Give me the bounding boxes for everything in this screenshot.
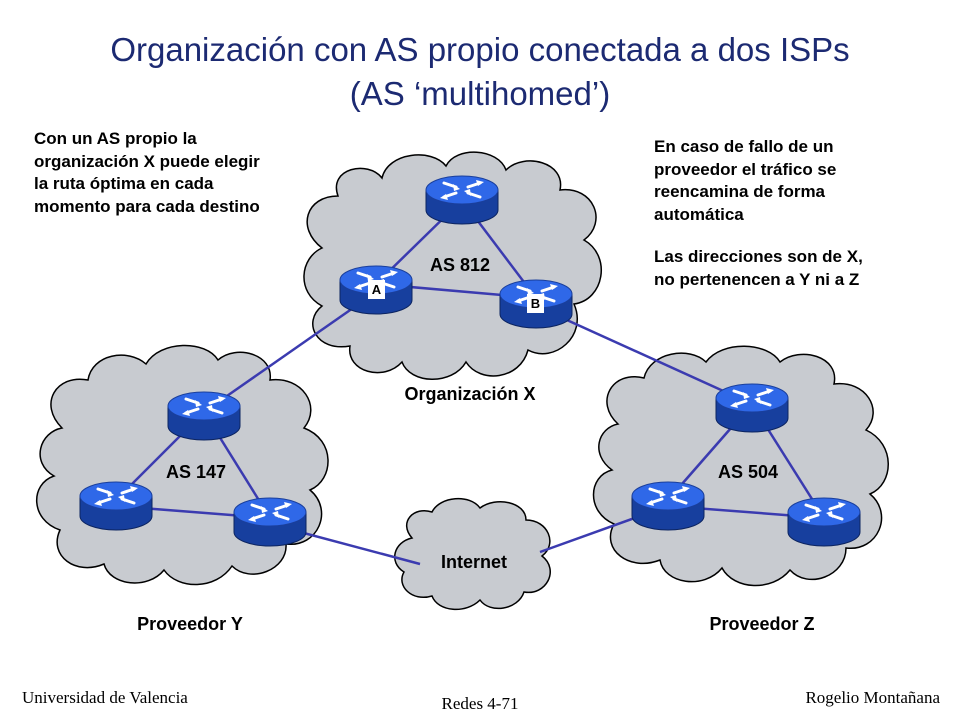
note-right-line: Las direcciones son de X, bbox=[654, 247, 863, 266]
note-right-line: En caso de fallo de un bbox=[654, 137, 834, 156]
note-left: Con un AS propio la organización X puede… bbox=[34, 128, 260, 218]
note-left-line: la ruta óptima en cada bbox=[34, 174, 214, 193]
footer-left: Universidad de Valencia bbox=[22, 688, 188, 707]
slide-title-line-1: Organización con AS propio conectada a d… bbox=[110, 31, 850, 68]
as-label-provider-y: AS 147 bbox=[166, 462, 226, 482]
router-a-label: A bbox=[372, 282, 382, 297]
caption-provider-y: Proveedor Y bbox=[137, 614, 243, 634]
router-icon bbox=[166, 390, 242, 442]
slide-title-line-2: (AS ‘multihomed’) bbox=[349, 75, 611, 112]
as-label-org-x: AS 812 bbox=[430, 255, 490, 275]
note-left-line: momento para cada destino bbox=[34, 196, 260, 216]
router-icon bbox=[714, 382, 790, 434]
link bbox=[203, 290, 377, 414]
caption-provider-z: Proveedor Z bbox=[709, 614, 814, 634]
slide-title: Organización con AS propio conectada a d… bbox=[0, 28, 960, 116]
caption-org-x: Organización X bbox=[404, 384, 535, 404]
internet-label: Internet bbox=[441, 552, 507, 572]
router-icon bbox=[78, 480, 154, 532]
note-left-line: Con un AS propio la bbox=[34, 129, 197, 148]
router-icon bbox=[232, 496, 308, 548]
router-icon bbox=[786, 496, 862, 548]
router-b-label-box bbox=[527, 294, 544, 313]
router-a-label-box bbox=[368, 280, 385, 299]
note-right: En caso de fallo de un proveedor el tráf… bbox=[654, 136, 863, 291]
note-right-line: reencamina de forma bbox=[654, 182, 826, 201]
note-right-line: automática bbox=[654, 204, 744, 224]
as-label-provider-z: AS 504 bbox=[718, 462, 778, 482]
cloud-icon bbox=[394, 497, 551, 611]
note-right-line: no pertenencen a Y ni a Z bbox=[654, 269, 860, 289]
footer-center: Redes 4-71 bbox=[441, 694, 519, 713]
footer-right: Rogelio Montañana bbox=[805, 688, 940, 707]
router-b-label: B bbox=[531, 296, 540, 311]
note-left-line: organización X puede elegir bbox=[34, 151, 260, 171]
link bbox=[535, 304, 753, 406]
router-icon bbox=[630, 480, 706, 532]
router-icon bbox=[424, 174, 500, 226]
note-right-line: proveedor el tráfico se bbox=[654, 159, 837, 179]
